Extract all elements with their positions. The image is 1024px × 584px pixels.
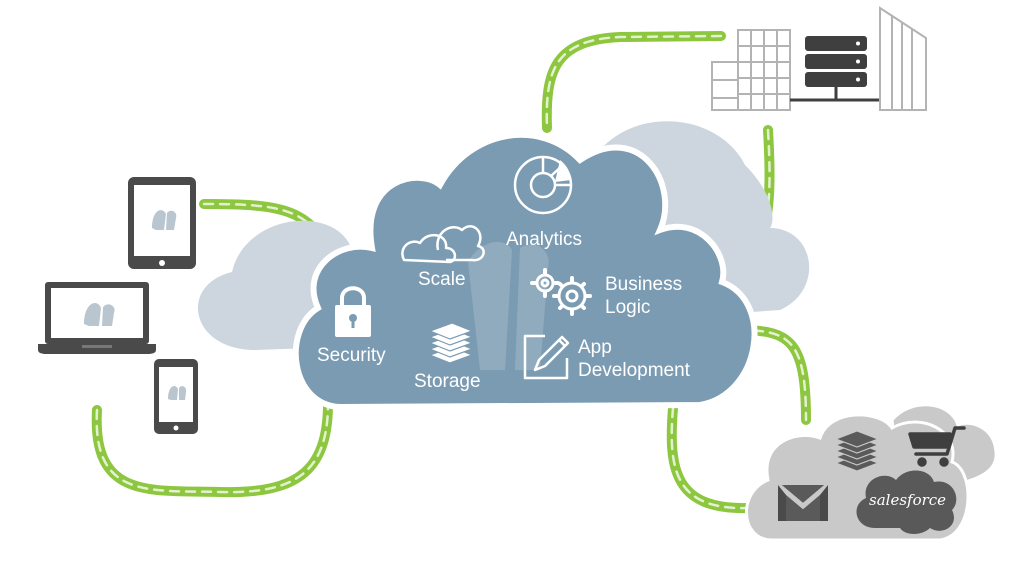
connector-phone xyxy=(91,390,334,498)
storage-label: Storage xyxy=(414,371,481,392)
gears-icon xyxy=(530,268,592,316)
analytics-label: Analytics xyxy=(506,229,583,250)
main-cloud xyxy=(292,131,758,411)
business-logic-line1: Business xyxy=(605,274,683,295)
app-development-label: App Development xyxy=(578,336,690,382)
salesforce-label: salesforce xyxy=(869,491,947,509)
clouds-icon xyxy=(401,225,485,264)
connector-enterprise-top xyxy=(541,31,726,133)
security-label: Security xyxy=(317,345,386,366)
shopping-cart-icon xyxy=(908,426,966,467)
salesforce-icon xyxy=(856,470,957,534)
layers-icon xyxy=(428,322,474,364)
business-logic-line2: Logic xyxy=(605,297,651,318)
office-building-icon xyxy=(711,29,791,111)
app-development-line1: App xyxy=(578,337,612,358)
office-building-grid xyxy=(737,29,791,111)
laptop-icon xyxy=(38,282,156,354)
pie-chart-icon xyxy=(513,155,573,215)
skyscraper-icon xyxy=(879,6,927,111)
stack-icon xyxy=(834,430,880,472)
server-rack-icon xyxy=(790,36,880,102)
phone-icon xyxy=(154,359,198,434)
business-logic-label: Business Logic xyxy=(605,273,682,319)
gmail-icon xyxy=(776,483,830,521)
pencil-edit-icon xyxy=(523,334,570,380)
connector-services-bottom xyxy=(666,403,753,514)
scale-label: Scale xyxy=(418,269,466,290)
tablet-icon xyxy=(128,177,196,269)
padlock-icon xyxy=(335,286,371,337)
app-development-line2: Development xyxy=(578,360,690,381)
